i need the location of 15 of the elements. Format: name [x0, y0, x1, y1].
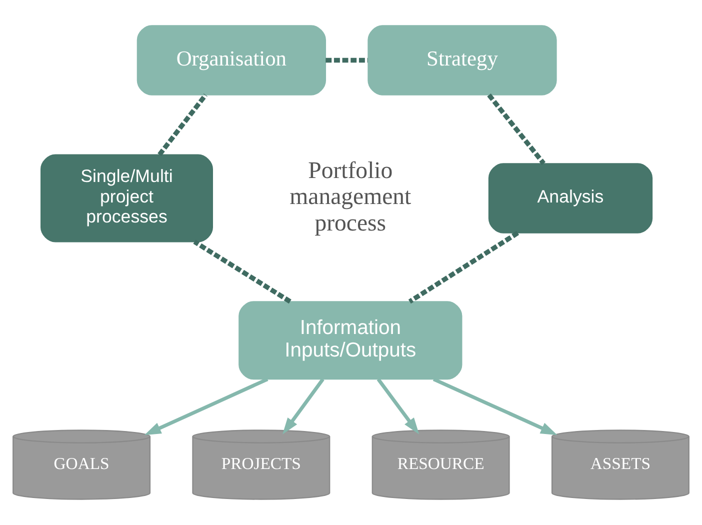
node-box: Analysis [488, 163, 653, 234]
connector [193, 240, 292, 304]
connector [158, 94, 208, 156]
node-box: Single/Multi project processes [40, 154, 213, 242]
arrow [376, 378, 420, 434]
node-box: Organisation [136, 25, 326, 96]
label: Portfolio management process [290, 158, 412, 236]
connector [408, 230, 520, 304]
node-box: Strategy [368, 25, 557, 96]
arrow [432, 378, 558, 436]
arrow [282, 378, 324, 434]
arrow [144, 378, 268, 436]
connector [487, 94, 546, 165]
node-box: Information Inputs/Outputs [238, 301, 462, 380]
connector [326, 58, 368, 63]
